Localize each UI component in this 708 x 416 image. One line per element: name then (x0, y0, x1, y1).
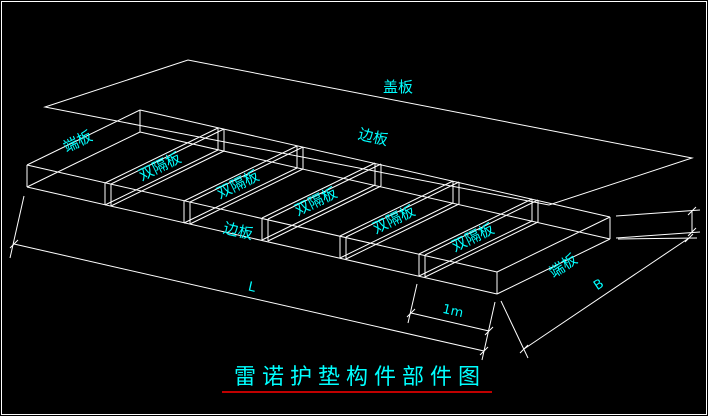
diaphragm-lines (104, 127, 539, 278)
dimension-length (9, 195, 496, 361)
dimension-width (500, 233, 698, 359)
drawing-title-block: 雷诺护垫构件部件图 (222, 365, 492, 393)
dimension-height (615, 206, 701, 239)
cover-plate-label: 盖板 (383, 78, 413, 96)
length-dimension-label: L (247, 279, 258, 295)
cell-dimension-label: 1m (441, 302, 465, 321)
dimension-cell (406, 283, 494, 336)
drawing-title: 雷诺护垫构件部件图 (234, 365, 486, 390)
